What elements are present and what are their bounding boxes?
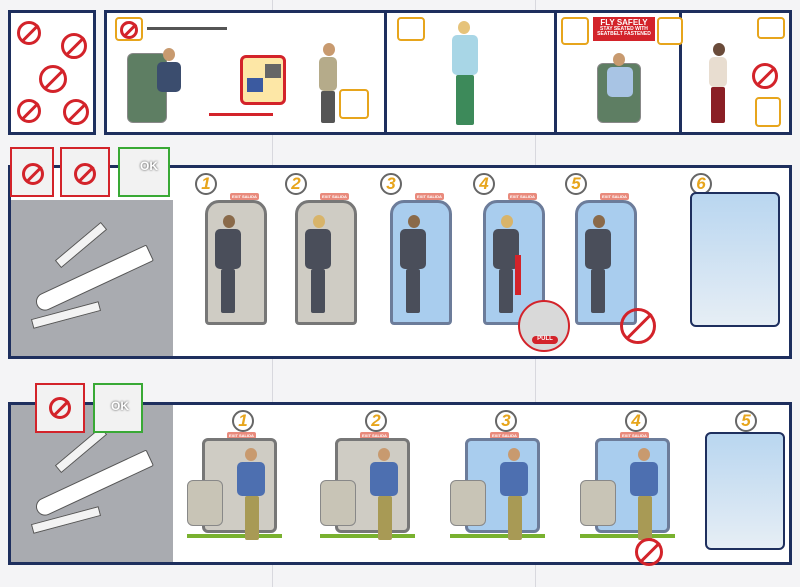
- head: [593, 215, 605, 228]
- legs: [245, 496, 259, 540]
- legs: [378, 496, 392, 540]
- floor-path-lighting: [580, 534, 675, 538]
- banner-title: FLY SAFELY: [600, 18, 648, 27]
- smoking-prohibited-icon: [752, 63, 778, 89]
- head: [378, 448, 390, 461]
- exit-sign: EXIT SALIDA: [415, 193, 444, 200]
- seat-illustration: [450, 480, 486, 526]
- seatbelt-banner: FLY SAFELY STAY SEATED WITH SEATBELT FAS…: [593, 17, 655, 41]
- head: [313, 215, 325, 228]
- floor-path-lighting: [450, 534, 545, 538]
- torso: [585, 229, 611, 269]
- carry-on-stowage-icon: [240, 55, 286, 105]
- banner-line1: STAY SEATED WITH: [600, 26, 648, 32]
- pull-handle-detail: PULL: [518, 300, 570, 352]
- exit-ok-icon: OK: [93, 383, 143, 433]
- torso: [370, 462, 398, 496]
- floor-path-lighting: [320, 534, 415, 538]
- evacuation-scene: [690, 192, 780, 327]
- head: [223, 215, 235, 228]
- step-number: 2: [365, 410, 387, 432]
- legs: [591, 269, 605, 313]
- floor-path-lighting: [187, 534, 282, 538]
- torso: [305, 229, 331, 269]
- fire-exit-blocked-icon: [10, 147, 54, 197]
- seatbelt-icon: [339, 89, 369, 119]
- seat-illustration: [580, 480, 616, 526]
- laptop-prohibited-icon: [17, 99, 41, 123]
- exit-sign: EXIT SALIDA: [490, 432, 519, 439]
- device-prohibited-icon: [61, 33, 87, 59]
- step-number: 2: [285, 173, 307, 195]
- legs: [311, 269, 325, 313]
- legs: [499, 269, 513, 313]
- torso: [237, 462, 265, 496]
- torso: [493, 229, 519, 269]
- seat-illustration: [187, 480, 223, 526]
- ok-label: OK: [111, 399, 129, 413]
- plane-icon: [757, 17, 785, 39]
- seatbelt-icon: [657, 17, 683, 45]
- turbulence-icon: [561, 17, 589, 45]
- torso: [400, 229, 426, 269]
- ok-label: OK: [140, 159, 158, 173]
- seatbelt-icon: [397, 17, 425, 41]
- divider: [384, 13, 387, 132]
- pull-label: PULL: [532, 336, 558, 344]
- exit-sign: EXIT SALIDA: [360, 432, 389, 439]
- seat-illustration: [320, 480, 356, 526]
- step-number: 5: [735, 410, 757, 432]
- wing: [54, 426, 108, 474]
- aircraft-area: [11, 200, 173, 356]
- step-number: 5: [565, 173, 587, 195]
- exit-sign: EXIT SALIDA: [620, 432, 649, 439]
- exit-sign: EXIT SALIDA: [230, 193, 259, 200]
- torso: [500, 462, 528, 496]
- baggage-prohibited-icon: [620, 308, 656, 344]
- step-number: 4: [625, 410, 647, 432]
- arrow-icon: [209, 113, 273, 116]
- phone-prohibited-icon: [17, 21, 41, 45]
- remote-prohibited-icon: [39, 65, 67, 93]
- electronics-prohibited-panel: [8, 10, 96, 135]
- step-number: 1: [232, 410, 254, 432]
- exit-sign: EXIT SALIDA: [227, 432, 256, 439]
- legs: [508, 496, 522, 540]
- legs: [638, 496, 652, 540]
- exit-sign: EXIT SALIDA: [508, 193, 537, 200]
- baggage-prohibited-icon: [635, 538, 663, 566]
- lavatory-icon: [755, 97, 781, 127]
- divider: [679, 13, 682, 132]
- step-number: 3: [495, 410, 517, 432]
- radio-prohibited-icon: [63, 99, 89, 125]
- head: [501, 215, 513, 228]
- fire-exit-blocked-icon: [35, 383, 85, 433]
- divider: [554, 13, 557, 132]
- step-number: 1: [195, 173, 217, 195]
- head: [508, 448, 520, 461]
- head: [408, 215, 420, 228]
- head: [245, 448, 257, 461]
- pull-arrow: [515, 255, 521, 295]
- exit-ok-icon: OK: [118, 147, 170, 197]
- exit-sign: EXIT SALIDA: [600, 193, 629, 200]
- step-number: 3: [380, 173, 402, 195]
- preflight-panel: FLY SAFELY STAY SEATED WITH SEATBELT FAS…: [104, 10, 792, 135]
- torso: [215, 229, 241, 269]
- wing: [54, 221, 108, 269]
- legs: [406, 269, 420, 313]
- step-number: 4: [473, 173, 495, 195]
- electronics-prohibited-icon: [115, 17, 143, 41]
- head: [638, 448, 650, 461]
- evacuation-scene: [705, 432, 785, 550]
- exit-sign: EXIT SALIDA: [320, 193, 349, 200]
- takeoff-path-icon: [147, 27, 227, 30]
- fire-exit-blocked-icon: [60, 147, 110, 197]
- legs: [221, 269, 235, 313]
- banner-line2: SEATBELT FASTENED: [597, 31, 651, 37]
- torso: [630, 462, 658, 496]
